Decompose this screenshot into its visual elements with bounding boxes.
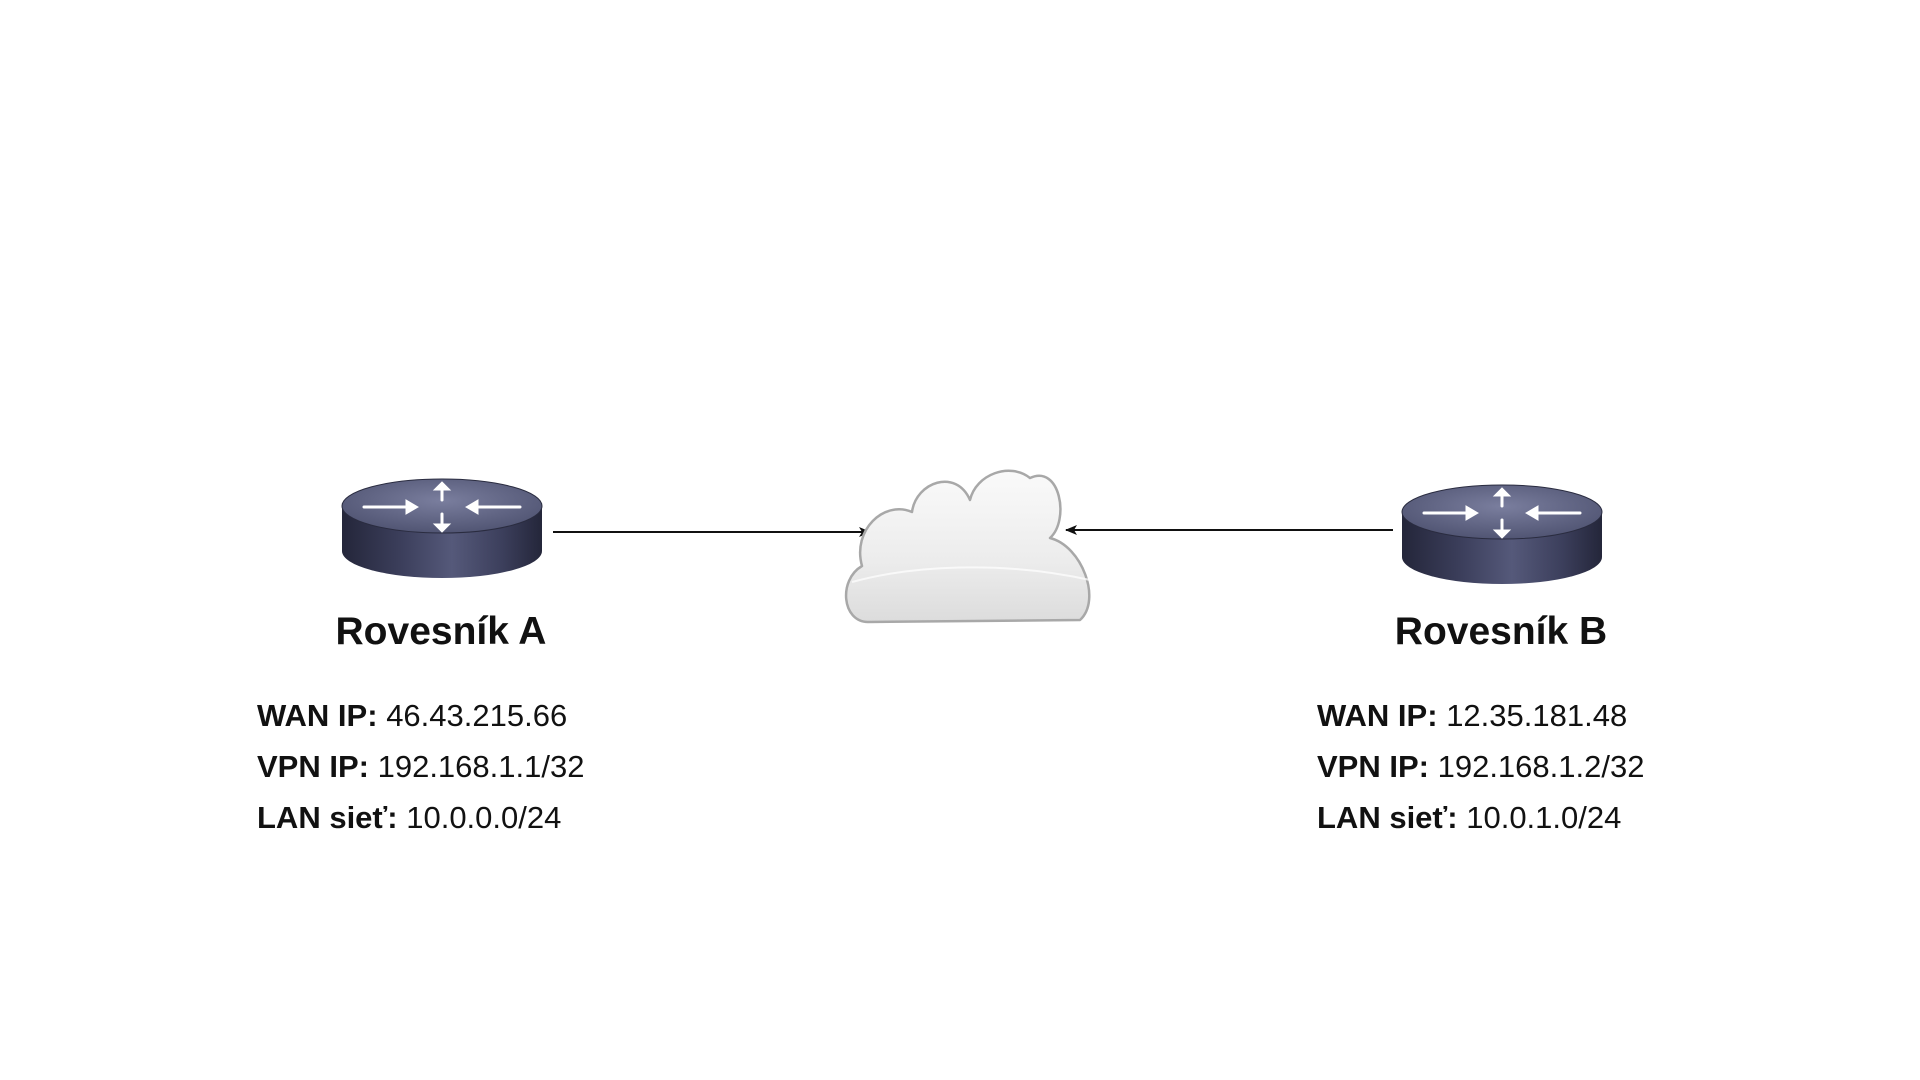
lan-network-label: LAN sieť:: [257, 800, 398, 835]
peer-b-wan-row: WAN IP: 12.35.181.48: [1317, 690, 1644, 741]
wan-ip-value: 12.35.181.48: [1446, 698, 1628, 733]
peer-a-title: Rovesník A: [335, 610, 547, 653]
peer-a-vpn-row: VPN IP: 192.168.1.1/32: [257, 741, 584, 792]
peer-b-info: WAN IP: 12.35.181.48 VPN IP: 192.168.1.2…: [1317, 690, 1644, 843]
cloud-icon: [845, 469, 1091, 624]
vpn-ip-value: 192.168.1.1/32: [377, 749, 585, 784]
router-icon: [340, 477, 544, 580]
router-icon: [1400, 483, 1604, 586]
peer-a-wan-row: WAN IP: 46.43.215.66: [257, 690, 584, 741]
wan-ip-label: WAN IP:: [1317, 698, 1438, 733]
peer-b-vpn-row: VPN IP: 192.168.1.2/32: [1317, 741, 1644, 792]
peer-b-lan-row: LAN sieť: 10.0.1.0/24: [1317, 792, 1644, 843]
lan-network-value: 10.0.0.0/24: [406, 800, 562, 835]
wan-ip-value: 46.43.215.66: [386, 698, 568, 733]
peer-a-lan-row: LAN sieť: 10.0.0.0/24: [257, 792, 584, 843]
vpn-ip-value: 192.168.1.2/32: [1437, 749, 1645, 784]
wan-ip-label: WAN IP:: [257, 698, 378, 733]
vpn-ip-label: VPN IP:: [257, 749, 369, 784]
lan-network-label: LAN sieť:: [1317, 800, 1458, 835]
peer-a-info: WAN IP: 46.43.215.66 VPN IP: 192.168.1.1…: [257, 690, 584, 843]
vpn-ip-label: VPN IP:: [1317, 749, 1429, 784]
lan-network-value: 10.0.1.0/24: [1466, 800, 1622, 835]
peer-b-title: Rovesník B: [1394, 610, 1608, 653]
